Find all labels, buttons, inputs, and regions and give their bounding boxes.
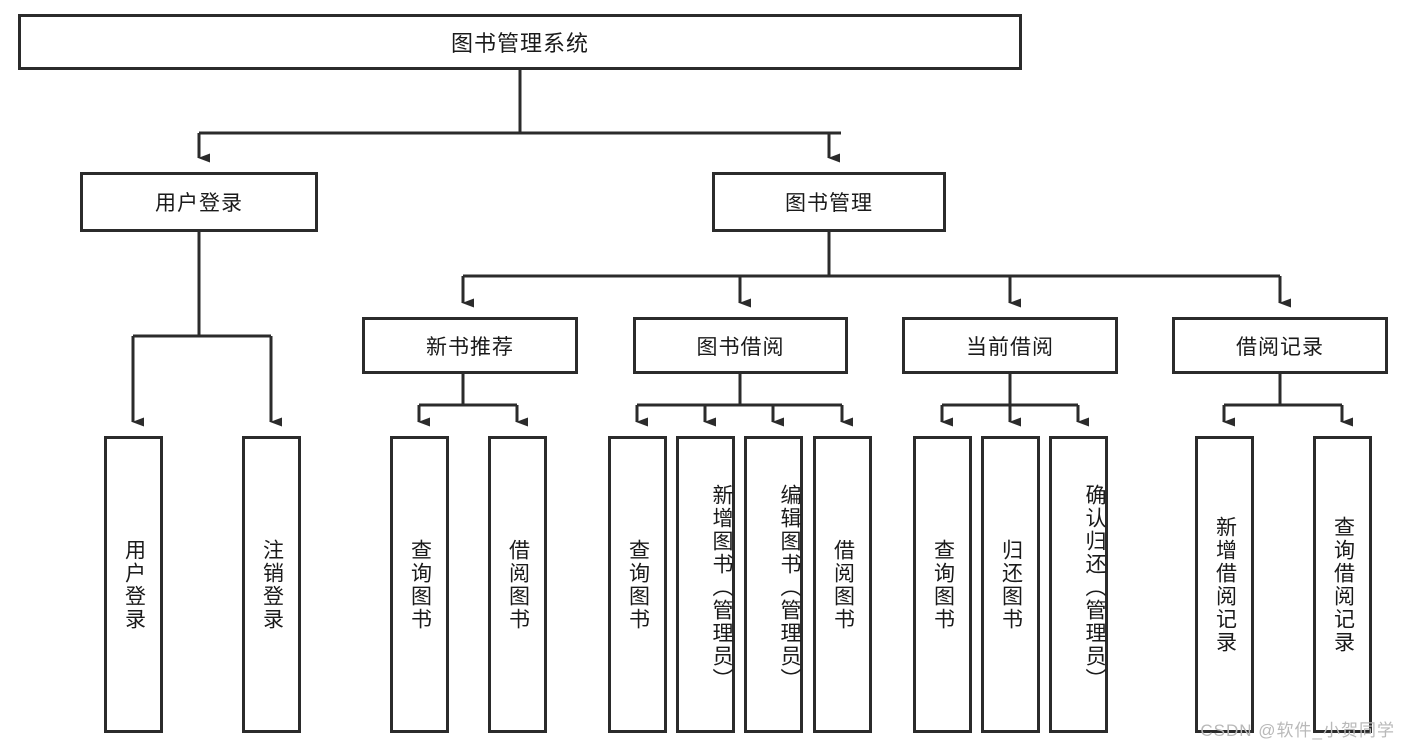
leaf-user-login[interactable]: 用户登录 (104, 436, 163, 733)
node-root-system[interactable]: 图书管理系统 (18, 14, 1022, 70)
leaf-borrow-edit-book-admin[interactable]: 编辑图书（管理员） (744, 436, 803, 733)
node-book-borrow[interactable]: 图书借阅 (633, 317, 848, 374)
node-book-management[interactable]: 图书管理 (712, 172, 946, 232)
leaf-borrow-borrow-book[interactable]: 借阅图书 (813, 436, 872, 733)
leaf-borrow-query-book[interactable]: 查询图书 (608, 436, 667, 733)
csdn-watermark: CSDN @软件_小贺同学 (1200, 721, 1395, 740)
leaf-user-logout[interactable]: 注销登录 (242, 436, 301, 733)
leaf-current-return-book[interactable]: 归还图书 (981, 436, 1040, 733)
node-new-book-recommend[interactable]: 新书推荐 (362, 317, 578, 374)
leaf-recommend-borrow-book[interactable]: 借阅图书 (488, 436, 547, 733)
leaf-borrow-add-book-admin[interactable]: 新增图书（管理员） (676, 436, 735, 733)
leaf-current-confirm-return-admin[interactable]: 确认归还（管理员） (1049, 436, 1108, 733)
leaf-record-query-borrow-record[interactable]: 查询借阅记录 (1313, 436, 1372, 733)
node-user-login[interactable]: 用户登录 (80, 172, 318, 232)
node-current-borrow[interactable]: 当前借阅 (902, 317, 1118, 374)
leaf-current-query-book[interactable]: 查询图书 (913, 436, 972, 733)
leaf-record-add-borrow-record[interactable]: 新增借阅记录 (1195, 436, 1254, 733)
leaf-recommend-query-book[interactable]: 查询图书 (390, 436, 449, 733)
node-borrow-record[interactable]: 借阅记录 (1172, 317, 1388, 374)
